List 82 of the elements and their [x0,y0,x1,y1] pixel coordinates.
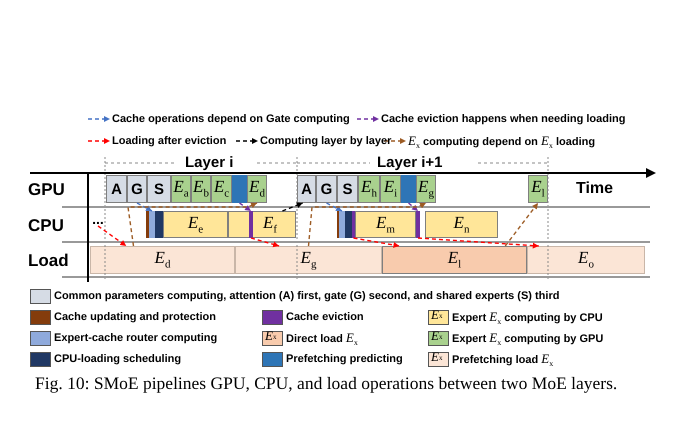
block-label: E$_{d}$ [249,178,265,200]
legend-text: Cache eviction [286,310,364,324]
row-label: GPU [28,181,65,198]
cpu-expert-block [425,211,498,238]
block-label: A [301,182,312,196]
axis-label: Time [576,181,614,197]
legend-text: Cache updating and protection [54,310,216,324]
scheduling-bar [155,211,163,238]
direct-load-block [382,246,527,274]
common-compute-block [127,175,147,203]
row-label: CPU [28,217,64,234]
block-label: E$_{n}$ [454,214,470,236]
prefetch-load-block [527,246,645,274]
common-compute-block [106,175,127,203]
router-bar [339,211,345,238]
scheduling-bar [345,211,352,238]
block-label: E$_{h}$ [361,178,377,200]
cpu-expert-block [228,211,296,238]
block-label: G [131,182,143,196]
block-label: G [320,182,332,196]
cache-update-bar [146,211,149,238]
common-compute-block [297,175,316,203]
eviction-bar [249,211,253,238]
dashed-arrow [353,237,400,248]
row-label: Load [28,252,69,269]
block-label: E$_{a}$ [173,178,189,200]
block-label: E$_{l}$ [531,178,545,200]
block-label: S [154,182,164,196]
figure-caption: Fig. 10: SMoE pipelines GPU, CPU, and load operations between two MoE layers. [35,372,618,394]
dashed-arrow [408,202,418,212]
dashed-arrow [98,225,127,247]
dashed-arrow [308,202,426,246]
block-label: E$_{m}$ [376,214,395,236]
dashed-arrow [136,202,152,212]
block-label: E$_{g}$ [300,249,316,271]
legend-text: Direct load E$_{x}$ [286,331,358,350]
common-compute-block [147,175,171,203]
legend-text: Expert E$_{x}$ computing by GPU [452,331,604,350]
block-label: E$_{e}$ [188,214,204,236]
dashed-arrow [418,237,539,249]
legend-text: E$_{x}$ computing depend on E$_{x}$ loading [408,134,596,152]
dashed-arrow [326,202,342,212]
eviction-bar [416,211,420,238]
prefetch-load-block [90,246,235,274]
dashed-arrow [127,202,258,246]
cpu-expert-block [355,211,416,238]
legend-text: Computing layer by layer [260,134,392,148]
gpu-expert-block [380,175,401,203]
router-bar [149,211,155,238]
dashed-arrow [239,202,252,212]
layer-label: Layer i [185,155,234,170]
block-label: E$_{o}$ [578,249,594,271]
legend-text: Common parameters computing, attention (A) first, gate (G) second, and shared experts (S) third [54,289,560,303]
cpu-expert-block [163,211,228,238]
block-label: E$_{b}$ [193,178,209,200]
legend-text: Expert E$_{x}$ computing by CPU [452,310,603,328]
block-label: E$_{l}$ [448,249,462,271]
legend-text: Loading after eviction [112,134,226,148]
prefetch-predict-bar [401,175,416,203]
ellipsis-text: ... [88,212,108,226]
legend-text: Prefetching load E$_{x}$ [452,352,554,370]
legend-text: Cache operations depend on Gate computing [112,112,350,126]
legend-text: Prefetching predicting [286,352,403,366]
block-label: A [111,182,122,196]
common-compute-block [316,175,337,203]
prefetch-load-block [235,246,382,274]
legend-text: CPU-loading scheduling [54,352,182,366]
legend-text: Cache eviction happens when needing loading [381,112,626,126]
dashed-arrow [504,202,539,246]
dashed-arrow [250,237,280,248]
block-label: E$_{f}$ [262,214,278,236]
dashed-arrow [282,202,303,212]
eviction-bar [352,211,355,238]
layer-label: Layer i+1 [377,155,442,170]
block-label: S [342,182,352,196]
legend-text: Expert-cache router computing [54,331,218,345]
block-label: E$_{i}$ [384,178,398,200]
block-label: E$_{d}$ [154,249,170,271]
prefetch-predict-bar [232,175,247,203]
block-label: E$_{g}$ [418,178,434,200]
common-compute-block [337,175,358,203]
block-label: E$_{c}$ [214,178,230,200]
